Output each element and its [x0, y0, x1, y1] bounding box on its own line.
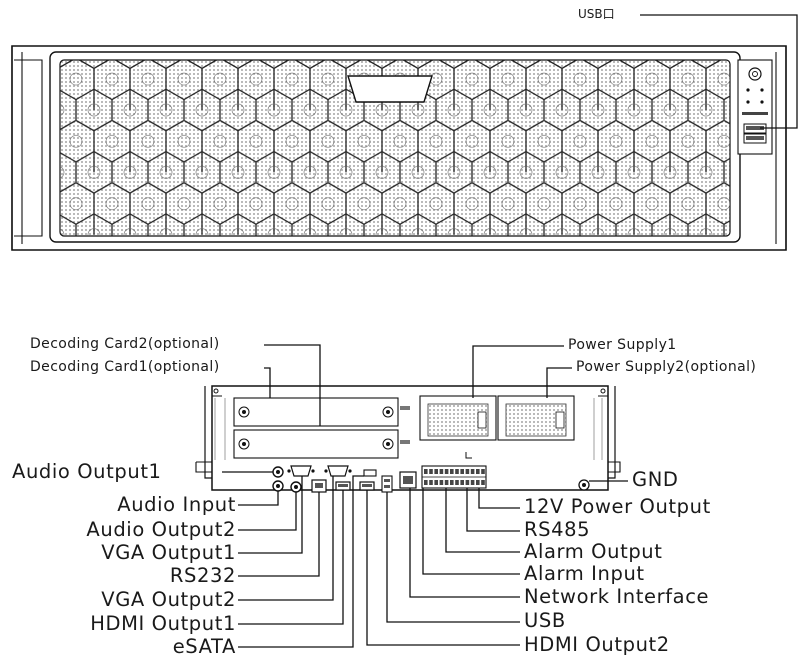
usb-port[interactable] [381, 475, 393, 493]
power-button-icon[interactable] [748, 67, 762, 81]
front-right-handle [775, 46, 787, 250]
status-led-icon [760, 100, 764, 104]
decoding-card-1-slot [233, 429, 399, 459]
leader-vga-output1 [238, 476, 303, 554]
label-rs232: RS232 [169, 564, 236, 587]
terminal-pin [424, 480, 428, 485]
terminal-pin [444, 480, 449, 485]
label-vga-output1: VGA Output1 [101, 541, 236, 564]
terminal-pin [481, 480, 485, 485]
leader-rs485 [466, 488, 520, 532]
terminal-pin [434, 480, 438, 485]
esata-port[interactable] [363, 469, 377, 477]
front-release-tab [347, 75, 433, 103]
label-audio-output1: Audio Output1 [12, 460, 162, 483]
front-usb-leader [640, 14, 798, 129]
label-alarm-output: Alarm Output [524, 540, 663, 563]
terminal-pin [455, 480, 459, 485]
status-led-icon [760, 88, 764, 92]
label-audio-input: Audio Input [117, 493, 236, 516]
label-decoding-card2: Decoding Card2(optional) [30, 336, 220, 352]
leader-decoding-card2 [264, 344, 321, 426]
terminal-pin [481, 469, 485, 474]
terminal-pin [429, 480, 433, 485]
front-panel [11, 14, 798, 251]
terminal-pin [424, 469, 428, 474]
leader-power-supply2 [546, 367, 572, 398]
front-grill-hex [60, 60, 730, 236]
label-12v-power-output: 12V Power Output [524, 495, 711, 518]
leader-vga-output2 [238, 476, 334, 601]
status-led-icon [746, 100, 750, 104]
rs232-port[interactable] [327, 465, 349, 477]
leader-lines [222, 344, 628, 648]
terminal-pin [439, 480, 444, 485]
label-vga-output2: VGA Output2 [101, 588, 236, 611]
terminal-pin [439, 469, 444, 474]
decoding-card-2-slot [233, 397, 399, 427]
leader-audio-input [238, 491, 279, 506]
label-hdmi-output1: HDMI Output1 [90, 612, 236, 635]
leader-usb [386, 492, 520, 623]
terminal-pin [444, 469, 449, 474]
leader-power-supply1 [472, 345, 564, 398]
leader-network-interface [409, 488, 520, 598]
terminal-pin [429, 469, 433, 474]
label-rs485: RS485 [524, 518, 591, 541]
leader-hdmi-output1 [238, 490, 344, 625]
terminal-pin [465, 469, 470, 474]
leader-audio-output2 [238, 492, 297, 531]
leader-rs232 [238, 492, 320, 577]
terminal-pin [470, 480, 475, 485]
terminal-pin [476, 469, 480, 474]
leader-alarm-output [445, 488, 520, 553]
leader-hdmi-output2 [366, 490, 520, 646]
label-hdmi-output2: HDMI Output2 [524, 633, 670, 656]
terminal-pin [460, 469, 464, 474]
terminal-pin [460, 480, 464, 485]
terminal-pin [455, 469, 459, 474]
leader-alarm-input [422, 488, 520, 575]
terminal-pin [450, 469, 454, 474]
leader-esata [238, 475, 364, 648]
label-network-interface: Network Interface [524, 585, 710, 608]
label-decoding-card1: Decoding Card1(optional) [30, 359, 220, 375]
terminal-pin [450, 480, 454, 485]
leader-decoding-card1 [264, 367, 271, 398]
leader-12v-power-output [478, 488, 520, 509]
label-gnd: GND [632, 468, 679, 491]
front-left-handle [11, 46, 43, 250]
label-usb: USB [524, 609, 566, 632]
terminal-pin [434, 469, 438, 474]
status-led-icon [746, 88, 750, 92]
terminal-pin [465, 480, 470, 485]
front-usb-label: USB口 [578, 7, 615, 21]
vga-output-1-port[interactable] [290, 465, 312, 477]
terminal-pin [470, 469, 475, 474]
label-alarm-input: Alarm Input [524, 562, 645, 585]
label-esata: eSATA [172, 635, 236, 658]
label-audio-output2: Audio Output2 [86, 518, 236, 541]
terminal-pin [476, 480, 480, 485]
label-power-supply2: Power Supply2(optional) [576, 359, 757, 375]
rear-panel [195, 385, 621, 493]
label-power-supply1: Power Supply1 [568, 337, 677, 353]
